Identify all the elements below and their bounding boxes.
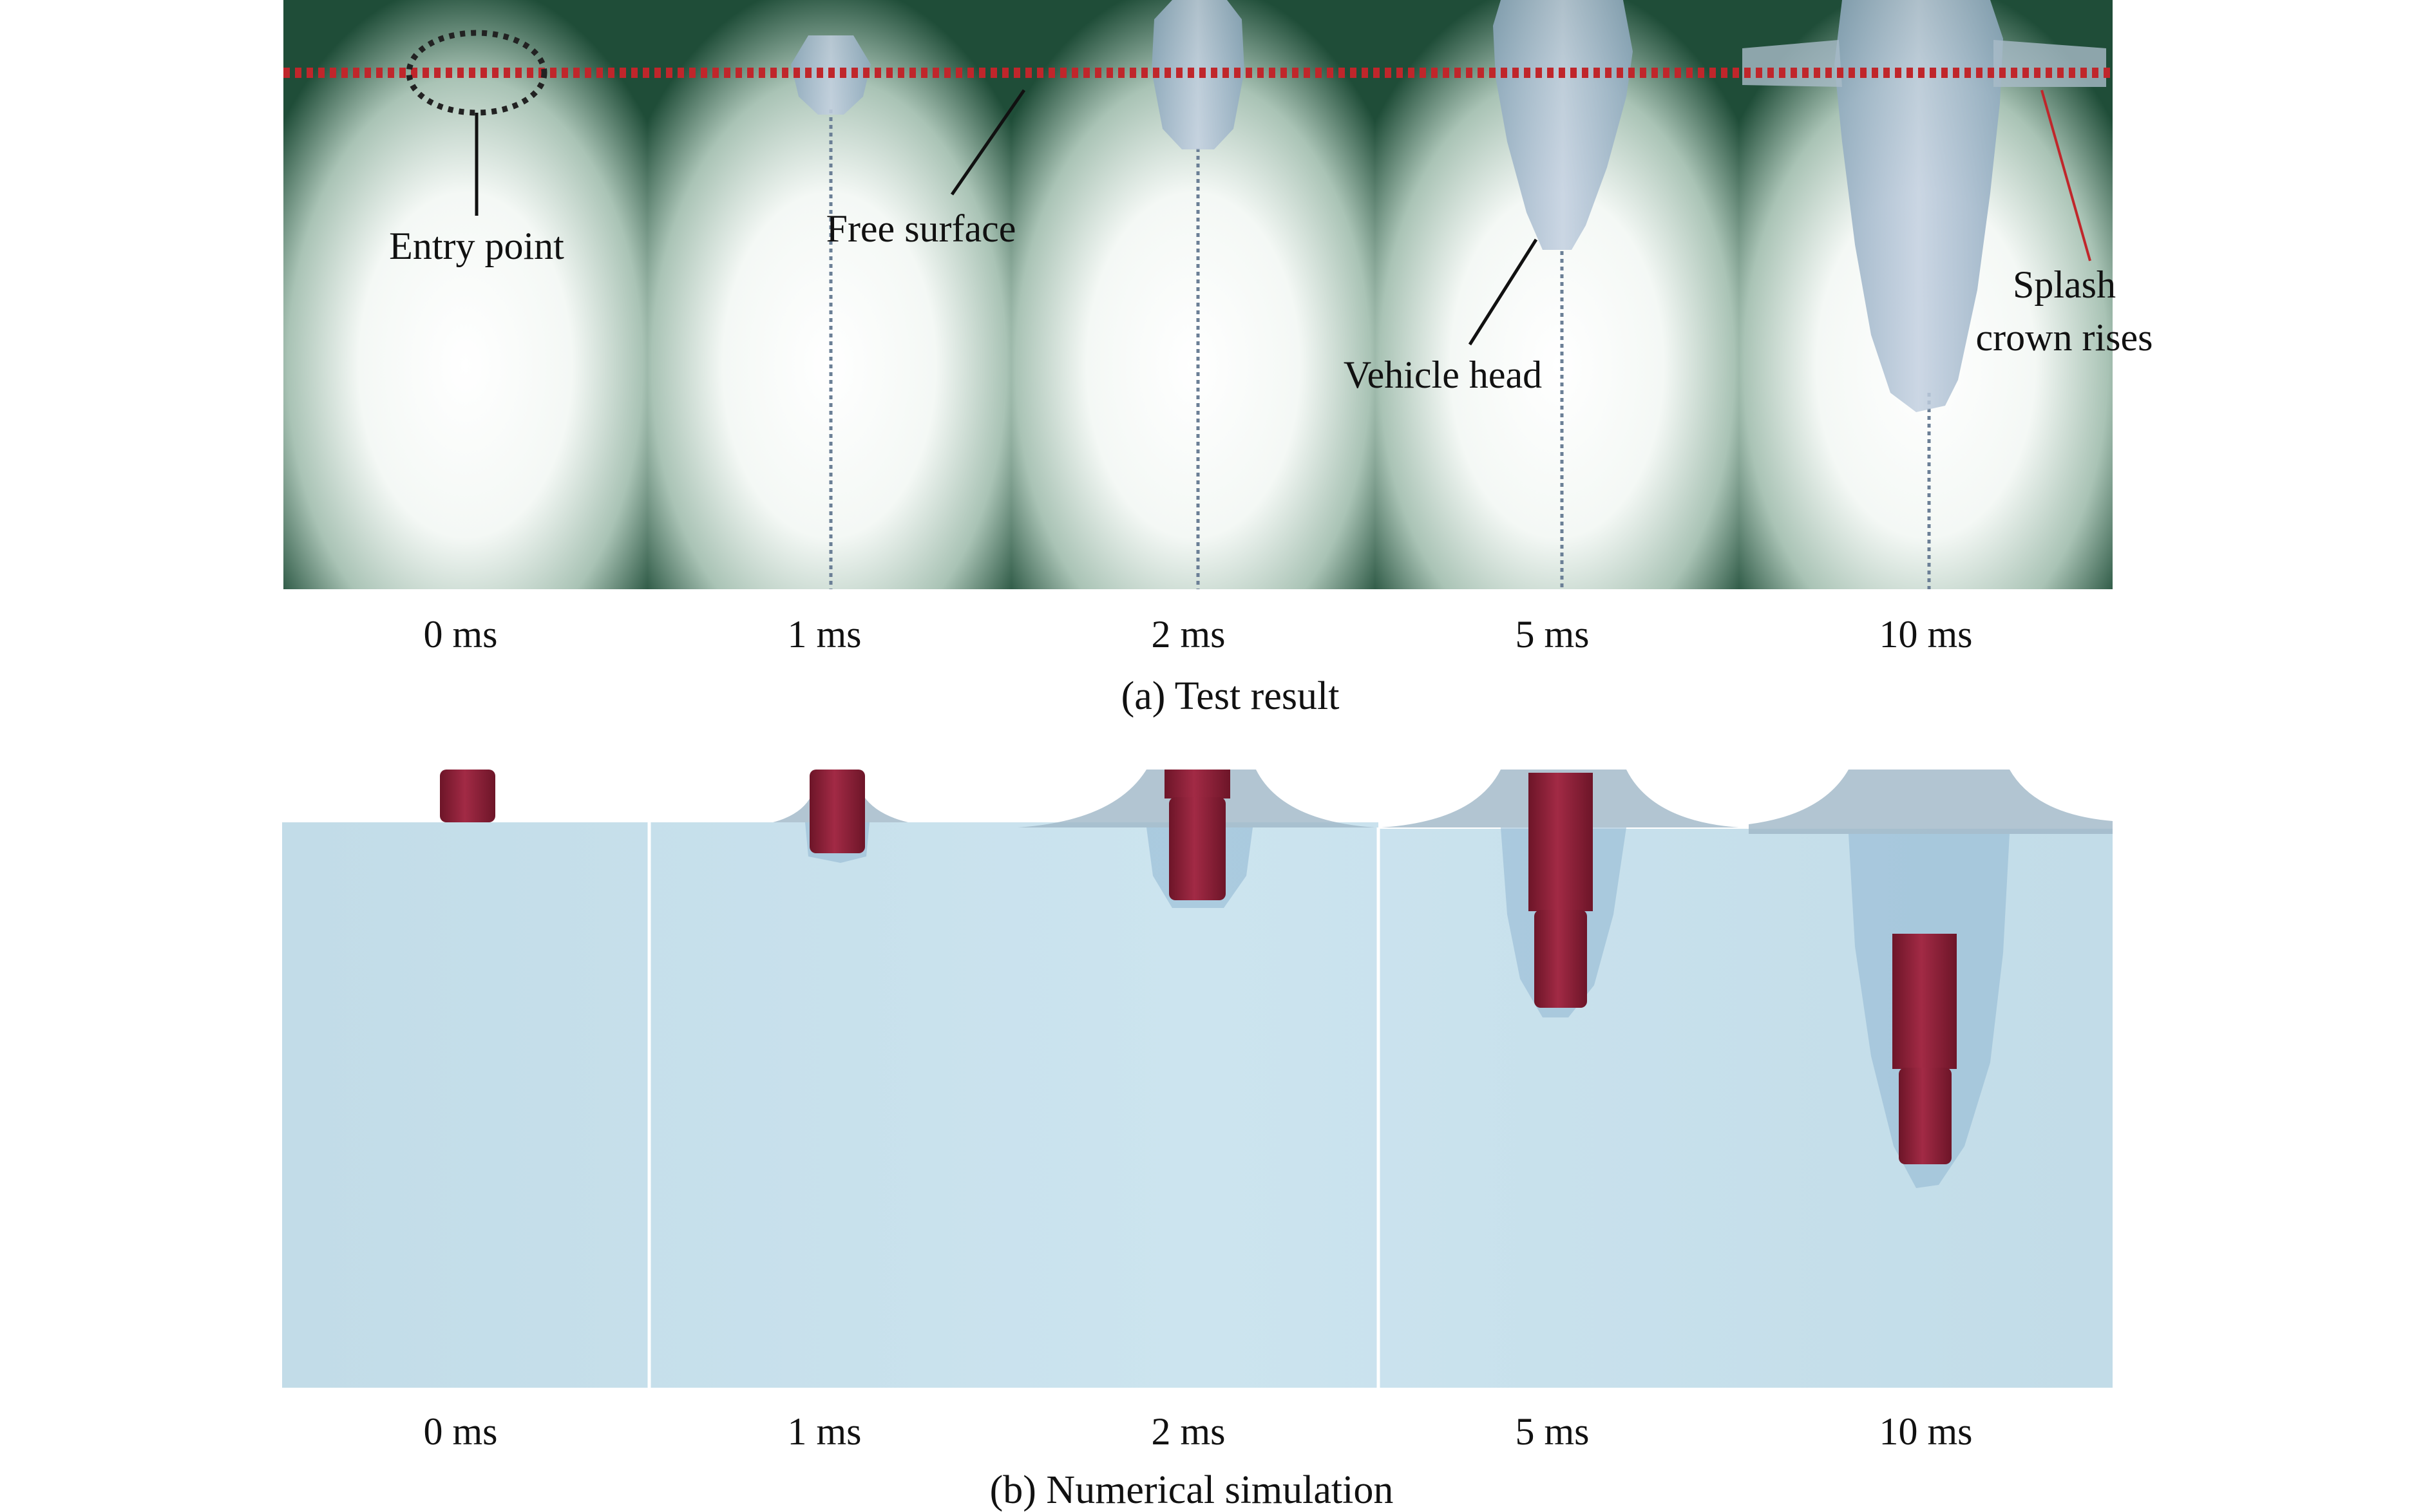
vehicle-head-label: Vehicle head <box>1343 354 1543 396</box>
time-label-b-1: 1 ms <box>787 1410 862 1453</box>
simulation-panel <box>282 770 2113 1388</box>
test-result-panel <box>283 0 2113 589</box>
caption-a: (a) Test result <box>1121 674 1340 718</box>
free-surface-leader <box>950 89 1026 196</box>
time-label-a-2: 2 ms <box>1151 613 1226 656</box>
free-surface-label: Free surface <box>826 207 1016 250</box>
time-label-a-4: 10 ms <box>1879 613 1973 656</box>
splash-label-line1: Splash <box>2012 263 2116 306</box>
time-label-a-3: 5 ms <box>1515 613 1590 656</box>
entry-point-label: Entry point <box>389 225 564 267</box>
sim-splash-10ms <box>1749 770 2113 834</box>
entry-point-marker <box>406 30 547 116</box>
trajectory-lines <box>829 109 1931 589</box>
time-label-a-0: 0 ms <box>423 613 498 656</box>
sim-vehicle-1ms <box>810 770 865 853</box>
photo-frame-0ms <box>283 0 647 589</box>
air-region-right <box>1378 822 2113 829</box>
sim-vehicle-5ms <box>1528 773 1593 1008</box>
splash-label-line2: crown rises <box>1975 316 2153 359</box>
sim-vehicle-0ms <box>440 770 495 822</box>
splash-crown-right <box>1993 40 2106 87</box>
time-label-b-0: 0 ms <box>423 1410 498 1453</box>
caption-b: (b) Numerical simulation <box>989 1468 1394 1512</box>
time-label-a-1: 1 ms <box>787 613 862 656</box>
cavity-10ms <box>1834 0 2003 412</box>
sim-vehicle-10ms <box>1892 934 1957 1164</box>
time-label-b-4: 10 ms <box>1879 1410 1973 1453</box>
vehicle-head-leader <box>1468 238 1538 346</box>
sim-vehicle-2ms <box>1165 770 1230 900</box>
cavity-5ms <box>1493 0 1633 250</box>
splash-leader <box>2040 90 2091 261</box>
time-label-b-2: 2 ms <box>1151 1410 1226 1453</box>
time-label-b-3: 5 ms <box>1515 1410 1590 1453</box>
cavity-2ms <box>1152 0 1244 149</box>
